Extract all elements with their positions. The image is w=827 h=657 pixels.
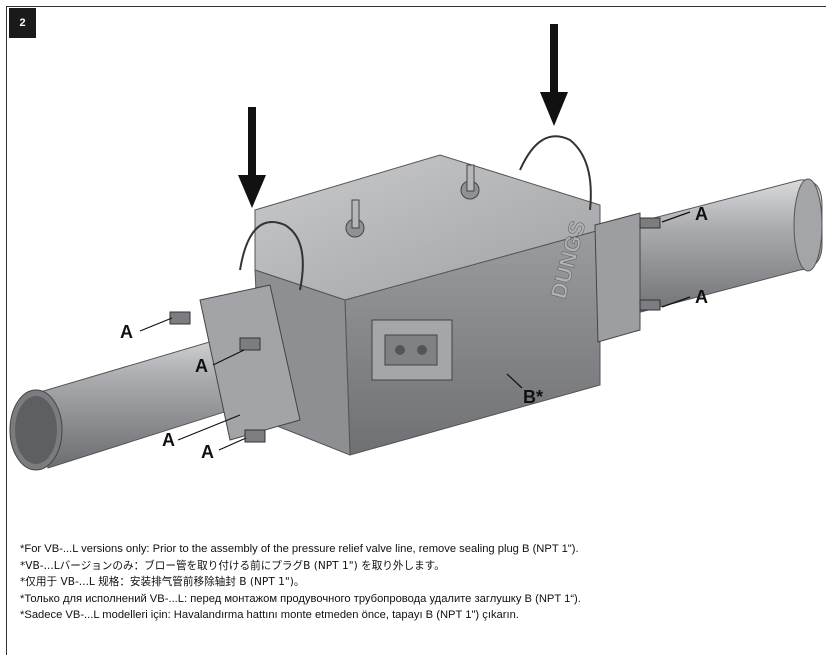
right-flange [594, 212, 661, 343]
down-arrow-left [238, 107, 266, 208]
right-wire-loop [519, 135, 592, 211]
figure-frame [6, 6, 826, 655]
callout-a-left-lowest: A [201, 442, 214, 462]
callout-b: B* [523, 387, 544, 407]
callout-a-right-upper: A [695, 204, 708, 224]
note-chinese: *仅用于 VB-...L 规格：安装排气管前移除轴封 B (NPT 1")。 [20, 576, 305, 588]
left-flange [169, 284, 301, 443]
down-arrow-right [540, 24, 568, 126]
note-english: *For VB-...L versions only: Prior to the… [20, 543, 579, 555]
callout-a-left-upper: A [120, 322, 133, 342]
left-pipe [9, 329, 263, 471]
note-japanese: *VB-...Lバージョンのみ：ブロー管を取り付ける前にプラグB (NPT 1"… [20, 559, 445, 572]
instruction-notes: *For VB-...L versions only: Prior to the… [20, 541, 820, 624]
callout-a-left-bottom: A [162, 430, 175, 450]
valve-illustration: DUNGS [9, 24, 823, 471]
note-turkish: *Sadece VB-...L modelleri için: Havaland… [20, 609, 519, 621]
note-russian: *Только для исполнений VB-...L: перед мо… [20, 592, 581, 605]
left-wire-loop [239, 221, 304, 291]
valve-body: DUNGS [254, 154, 601, 456]
callout-a-right-lower: A [695, 287, 708, 307]
step-badge: 2 [9, 8, 36, 38]
right-pipe [599, 178, 823, 321]
leader-lines [139, 211, 691, 451]
callout-a-left-middle: A [195, 356, 208, 376]
